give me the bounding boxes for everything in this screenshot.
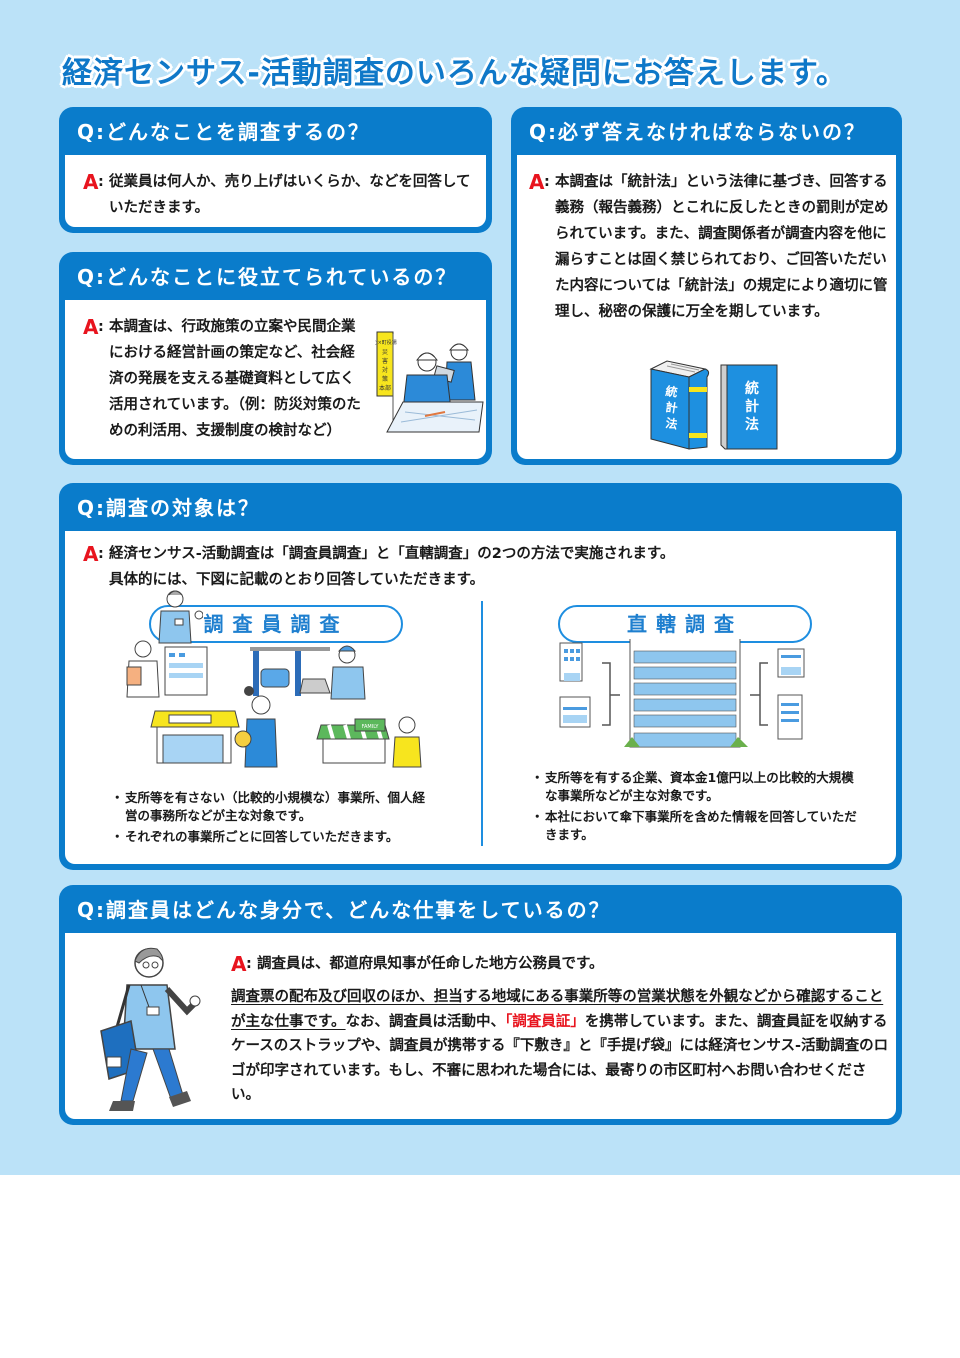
detail-text-2: を携帯しています。また、調査員証を収納するケースのストラップや、調査員が携帯する… (231, 1013, 889, 1104)
svg-text:統: 統 (745, 380, 759, 397)
answer-text: 本調査は「統計法」という法律に基づき、回答する義務（報告義務）とこれに反したとき… (555, 174, 889, 320)
bullet-item: それぞれの事業所ごとに回答していただきます。 (111, 828, 435, 846)
column-divider (481, 601, 483, 846)
direct-survey-label: 直轄調査 (558, 605, 812, 643)
answer-marker: A (231, 952, 247, 976)
faq-card-how-used: Q:どんなことに役立てられているの？ A : 本調査は、行政施策の立案や民間企業… (59, 252, 492, 465)
faq-card-survey-targets: Q:調査の対象は？ A : 経済センサス‐活動調査は「調査員調査」と「直轄調査」… (59, 483, 902, 870)
faq-card-enumerator-role: Q:調査員はどんな身分で、どんな仕事をしているの？ A : 調査員は、都道府県知… (59, 885, 902, 1125)
answer-panel: A : 経済センサス‐活動調査は「調査員調査」と「直轄調査」の2つの方法で実施さ… (65, 531, 896, 864)
answer: A : 調査員は、都道府県知事が任命した地方公務員です。 (231, 951, 891, 977)
answer-text: 調査員は、都道府県知事が任命した地方公務員です。 (257, 956, 604, 972)
svg-text:策: 策 (382, 375, 388, 383)
answer-colon: : (98, 174, 104, 190)
svg-text:法: 法 (745, 416, 759, 433)
bullet-item: 本社において傘下事業所を含めた情報を回答していただきます。 (531, 808, 865, 844)
question-heading: Q:調査の対象は？ (77, 496, 260, 520)
answer-text: 従業員は何人か、売り上げはいくらか、などを回答していただきます。 (109, 174, 471, 216)
answer-panel: A : 調査員は、都道府県知事が任命した地方公務員です。 調査票の配布及び回収の… (65, 933, 896, 1119)
page-title: 経済センサス‐活動調査のいろんな疑問にお答えします。 (62, 56, 847, 91)
answer: A : 従業員は何人か、売り上げはいくらか、などを回答していただきます。 (83, 169, 483, 221)
answer-colon: : (246, 956, 252, 972)
detail-text-1: なお、調査員は活動中、 (345, 1013, 506, 1030)
enumerator-details: 調査票の配布及び回収のほか、担当する地域にある事業所等の営業状態を外観などから確… (231, 985, 891, 1108)
svg-text:計: 計 (745, 398, 759, 415)
answer-marker: A (83, 542, 99, 566)
answer-marker: A (83, 315, 99, 339)
bullet-item: 支所等を有さない（比較的小規模な）事業所、個人経営の事務所などが主な対象です。 (111, 789, 435, 825)
answer-marker: A (83, 170, 99, 194)
svg-text:対: 対 (382, 366, 388, 374)
headquarters-building-with-branches-icon (559, 639, 805, 748)
answer-colon: : (98, 546, 104, 562)
answer: A : 本調査は、行政施策の立案や民間企業における経営計画の策定など、社会経済の… (83, 314, 368, 444)
answer-colon: : (98, 319, 104, 335)
answer-text: 本調査は、行政施策の立案や民間企業における経営計画の策定など、社会経済の発展を支… (109, 319, 361, 439)
enumerator-small-icon (158, 590, 203, 644)
svg-text:計: 計 (665, 399, 679, 416)
statistics-act-books-icon: 統 計 法 統 計 法 (649, 360, 778, 450)
answer-text-line1: 経済センサス‐活動調査は「調査員調査」と「直轄調査」の2つの方法で実施されます。 (109, 546, 675, 562)
answer-panel: A : 従業員は何人か、売り上げはいくらか、などを回答していただきます。 (65, 155, 486, 227)
field-survey-bullets: 支所等を有さない（比較的小規模な）事業所、個人経営の事務所などが主な対象です。 … (111, 789, 435, 849)
answer-colon: : (544, 174, 550, 190)
faq-card-obligation: Q:必ず答えなければならないの？ A : 本調査は「統計法」という法律に基づき、… (511, 107, 902, 465)
faq-card-what-surveyed: Q:どんなことを調査するの？ A : 従業員は何人か、売り上げはいくらか、などを… (59, 107, 492, 233)
svg-text:統: 統 (665, 383, 679, 400)
question-heading: Q:どんなことに役立てられているの？ (77, 265, 458, 289)
direct-survey-bullets: 支所等を有する企業、資本金1億円以上の比較的大規模な事業所などが主な対象です。 … (531, 769, 865, 847)
disaster-response-workers-icon: ○×町役場 災 害 対 策 本部 (375, 331, 484, 433)
walking-enumerator-icon (100, 947, 201, 1111)
svg-text:FAMILY: FAMILY (362, 724, 380, 730)
svg-text:本部: 本部 (379, 384, 391, 392)
answer-panel: A : 本調査は「統計法」という法律に基づき、回答する義務（報告義務）とこれに反… (517, 155, 896, 459)
field-survey-label: 調査員調査 (149, 605, 403, 643)
field-survey-small-businesses-icon: FAMILY (126, 640, 422, 768)
svg-text:害: 害 (382, 357, 388, 365)
answer-marker: A (529, 170, 545, 194)
answer-panel: A : 本調査は、行政施策の立案や民間企業における経営計画の策定など、社会経済の… (65, 300, 486, 459)
svg-text:法: 法 (665, 415, 679, 432)
svg-text:○×町役場: ○×町役場 (375, 339, 397, 346)
svg-text:災: 災 (382, 349, 388, 356)
answer-text-line2: 具体的には、下図に記載のとおり回答していただきます。 (109, 572, 485, 588)
answer: A : 本調査は「統計法」という法律に基づき、回答する義務（報告義務）とこれに反… (529, 169, 899, 325)
question-heading: Q:どんなことを調査するの？ (77, 120, 370, 144)
question-heading: Q:調査員はどんな身分で、どんな仕事をしているの？ (77, 898, 611, 922)
answer: A : 経済センサス‐活動調査は「調査員調査」と「直轄調査」の2つの方法で実施さ… (83, 541, 863, 593)
underlined-main-duty: 調査票の配布及び回収のほか、担当する地域にある事業所等の営業状態を外観などから確… (231, 989, 884, 1030)
bullet-item: 支所等を有する企業、資本金1億円以上の比較的大規模な事業所などが主な対象です。 (531, 769, 865, 805)
question-heading: Q:必ず答えなければならないの？ (529, 120, 866, 144)
enumerator-id-highlight: 「調査員証」 (505, 1013, 585, 1030)
